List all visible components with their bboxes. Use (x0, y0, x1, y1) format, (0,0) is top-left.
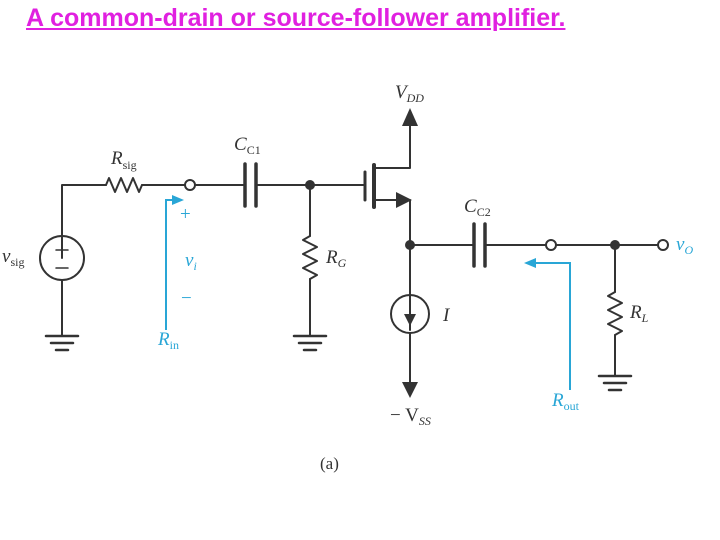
page-title: A common-drain or source-follower amplif… (26, 4, 566, 32)
cc2-label: CC2 (464, 196, 491, 219)
rg-label: RG (325, 247, 347, 270)
resistor-rsig (105, 177, 143, 193)
rin-arrow-line (165, 199, 176, 330)
ground-left (44, 334, 80, 352)
vdd-arrow (402, 108, 418, 126)
vi-minus-label: − (181, 288, 192, 309)
capacitor-cc2 (472, 222, 487, 268)
input-terminal (184, 179, 196, 191)
rout-label: Rout (551, 390, 580, 413)
rout-arrowhead (524, 258, 536, 268)
vo-label: vO (676, 234, 693, 257)
output-mid-terminal (545, 239, 557, 251)
source-node (405, 240, 415, 250)
vss-label: − VSS (390, 405, 431, 428)
resistor-rl (607, 291, 623, 336)
wire-source-top (61, 184, 107, 259)
ground-rg (292, 334, 328, 352)
vdd-label: VDD (395, 82, 424, 105)
current-label: I (442, 305, 451, 326)
rl-label: RL (629, 302, 649, 325)
resistor-rg (302, 235, 318, 280)
ground-rl (597, 374, 633, 392)
source-plus-sign (55, 243, 69, 257)
mosfet-source-arrow (396, 192, 412, 208)
figure-caption: (a) (320, 454, 339, 473)
cc1-label: CC1 (234, 134, 261, 157)
vi-plus-label: + (180, 204, 191, 225)
vo-terminal (657, 239, 669, 251)
rin-arrowhead (172, 195, 184, 205)
rin-label: Rin (157, 329, 179, 352)
vss-arrow (402, 382, 418, 398)
vi-label: vi (185, 250, 197, 273)
current-source-arrowhead (404, 314, 416, 326)
vsig-label: vsig (2, 246, 24, 269)
rout-arrow-line (532, 262, 571, 390)
rsig-label: Rsig (110, 148, 137, 172)
capacitor-cc1 (243, 162, 258, 208)
mosfet-drain (373, 119, 411, 169)
